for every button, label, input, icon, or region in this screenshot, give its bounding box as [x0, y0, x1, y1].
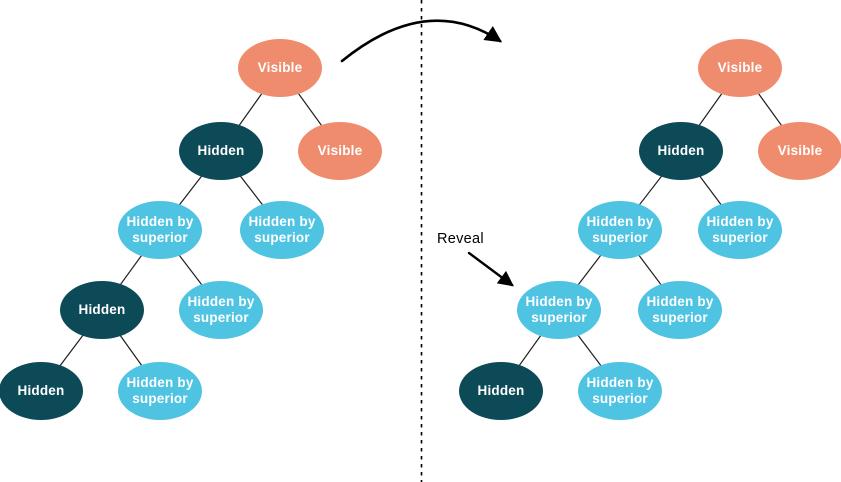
- tree-node-hidden: Hidden: [179, 122, 263, 180]
- tree-node-superior: Hidden by superior: [698, 201, 782, 259]
- tree-node-superior: Hidden by superior: [517, 281, 601, 339]
- tree-node-superior: Hidden by superior: [240, 201, 324, 259]
- tree-node-hidden: Hidden: [459, 362, 543, 420]
- tree-node-visible: Visible: [298, 122, 382, 180]
- tree-node-hidden: Hidden: [60, 281, 144, 339]
- transform-arrow: [340, 19, 503, 63]
- tree-node-superior: Hidden by superior: [578, 362, 662, 420]
- tree-node-visible: Visible: [698, 39, 782, 97]
- reveal-arrow: [467, 251, 514, 287]
- tree-node-superior: Hidden by superior: [638, 281, 722, 339]
- tree-node-visible: Visible: [238, 39, 322, 97]
- tree-node-superior: Hidden by superior: [118, 362, 202, 420]
- tree-node-superior: Hidden by superior: [578, 201, 662, 259]
- tree-node-superior: Hidden by superior: [118, 201, 202, 259]
- tree-node-visible: Visible: [758, 122, 841, 180]
- reveal-label: Reveal: [437, 231, 484, 247]
- tree-node-hidden: Hidden: [0, 362, 83, 420]
- tree-node-hidden: Hidden: [639, 122, 723, 180]
- tree-node-superior: Hidden by superior: [179, 281, 263, 339]
